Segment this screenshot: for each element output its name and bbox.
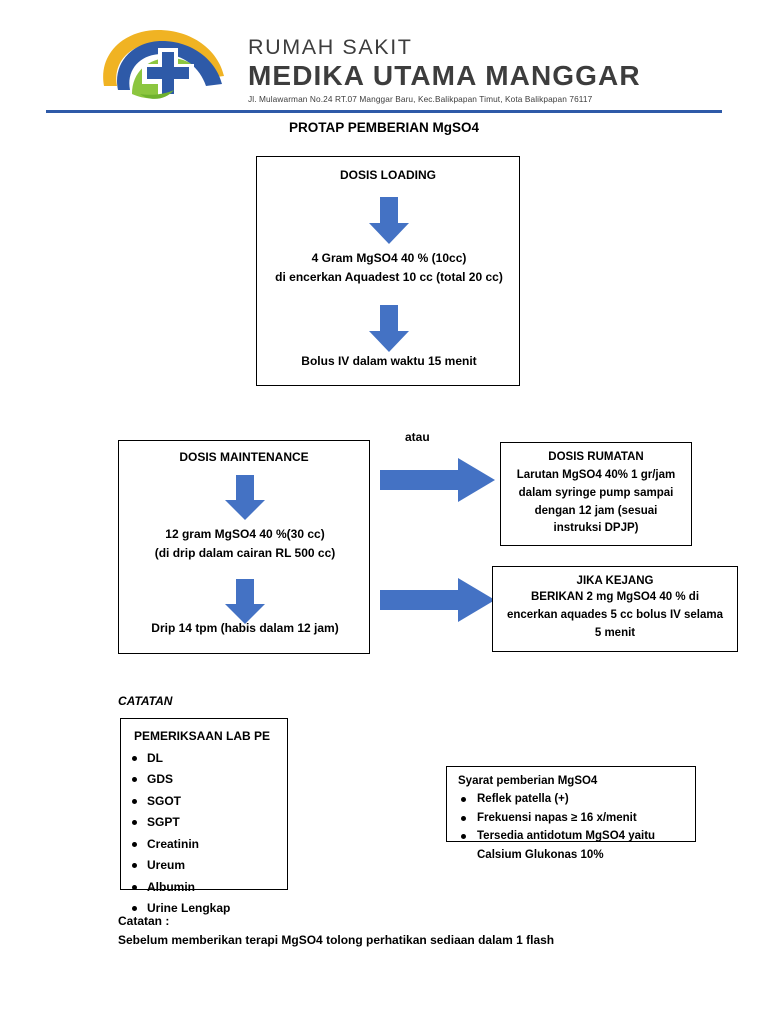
header-divider — [46, 110, 722, 113]
logo-graphic — [103, 30, 224, 100]
dosis-maintenance-step2: Drip 14 tpm (habis dalam 12 jam) — [151, 621, 339, 635]
arrow-down-icon-3 — [225, 475, 265, 520]
jika-kejang-body: BERIKAN 2 mg MgSO4 40 % di encerkan aqua… — [493, 589, 737, 642]
list-item: Albumin — [132, 877, 287, 898]
list-item: SGPT — [132, 812, 287, 833]
dosis-loading-heading: DOSIS LOADING — [339, 168, 436, 182]
pemeriksaan-lab-box: PEMERIKSAAN LAB PE DL GDS SGOT SGPT Crea… — [120, 718, 288, 915]
hospital-address: Jl. Mulawarman No.24 RT.07 Manggar Baru,… — [248, 94, 593, 104]
dosis-loading-step1: 4 Gram MgSO4 40 % (10cc) di encerkan Aqu… — [257, 249, 521, 286]
list-item: Creatinin — [132, 834, 287, 855]
dosis-loading-step2: Bolus IV dalam waktu 15 menit — [301, 354, 477, 368]
jika-kejang-box: JIKA KEJANG BERIKAN 2 mg MgSO4 40 % di e… — [492, 566, 738, 652]
dosis-rumatan-heading: DOSIS RUMATAN — [548, 451, 644, 463]
list-item: Ureum — [132, 855, 287, 876]
dosis-rumatan-box: DOSIS RUMATAN Larutan MgSO4 40% 1 gr/jam… — [500, 442, 692, 546]
list-item: Urine Lengkap — [132, 898, 287, 919]
list-item: Tersedia antidotum MgSO4 yaitu Calsium G… — [461, 827, 695, 864]
list-item: DL — [132, 748, 287, 769]
list-item: SGOT — [132, 791, 287, 812]
hospital-logo — [96, 24, 241, 104]
list-item: Frekuensi napas ≥ 16 x/menit — [461, 809, 695, 828]
list-item: Reflek patella (+) — [461, 790, 695, 809]
dosis-maintenance-step1: 12 gram MgSO4 40 %(30 cc) (di drip dalam… — [119, 525, 371, 562]
dosis-rumatan-body: Larutan MgSO4 40% 1 gr/jam dalam syringe… — [501, 467, 691, 538]
arrow-down-icon — [369, 197, 409, 244]
hospital-name-line2: MEDIKA UTAMA MANGGAR — [248, 60, 641, 91]
bottom-note: Catatan : Sebelum memberikan terapi MgSO… — [118, 912, 554, 950]
dosis-maintenance-heading: DOSIS MAINTENANCE — [179, 450, 309, 464]
jika-kejang-line1: BERIKAN 2 mg MgSO4 40 % di — [530, 591, 700, 603]
jika-kejang-line3: 5 menit — [594, 626, 636, 639]
syarat-pemberian-box: Syarat pemberian MgSO4 Reflek patella (+… — [446, 766, 696, 861]
arrow-down-icon-2 — [369, 305, 409, 352]
dosis-maintenance-step1-line1: 12 gram MgSO4 40 %(30 cc) — [165, 527, 325, 541]
dosis-loading-box: DOSIS LOADING 4 Gram MgSO4 40 % (10cc) d… — [256, 156, 520, 386]
bottom-note-line1: Catatan : — [118, 914, 170, 928]
dosis-maintenance-box: DOSIS MAINTENANCE 12 gram MgSO4 40 %(30 … — [118, 440, 370, 654]
hospital-name-line1: RUMAH SAKIT — [248, 35, 413, 59]
dosis-loading-step1-line2: di encerkan Aquadest 10 cc (total 20 cc) — [275, 269, 503, 284]
pemeriksaan-lab-heading: PEMERIKSAAN LAB PE — [134, 729, 271, 743]
pemeriksaan-lab-list: DL GDS SGOT SGPT Creatinin Ureum Albumin… — [121, 748, 287, 920]
list-item: GDS — [132, 769, 287, 790]
dosis-rumatan-line4: instruksi DPJP) — [553, 522, 639, 535]
jika-kejang-heading: JIKA KEJANG — [576, 575, 654, 587]
bottom-note-line2: Sebelum memberikan terapi MgSO4 tolong p… — [118, 933, 555, 948]
jika-kejang-line2: encerkan aquades 5 cc bolus IV selama — [506, 608, 724, 621]
catatan-label: CATATAN — [118, 694, 173, 708]
dosis-rumatan-line1: Larutan MgSO4 40% 1 gr/jam — [516, 469, 676, 481]
arrow-right-icon-2 — [380, 578, 495, 622]
page-title: PROTAP PEMBERIAN MgSO4 — [288, 120, 480, 135]
connector-label-atau: atau — [405, 430, 430, 444]
syarat-heading: Syarat pemberian MgSO4 — [458, 775, 598, 787]
dosis-rumatan-line3: dengan 12 jam (sesuai — [534, 504, 658, 517]
dosis-rumatan-line2: dalam syringe pump sampai — [518, 486, 674, 499]
arrow-down-icon-4 — [225, 579, 265, 624]
dosis-loading-step1-line1: 4 Gram MgSO4 40 % (10cc) — [311, 251, 467, 265]
page-header: RUMAH SAKIT MEDIKA UTAMA MANGGAR Jl. Mul… — [0, 0, 768, 118]
dosis-maintenance-step1-line2: (di drip dalam cairan RL 500 cc) — [154, 545, 336, 560]
syarat-list: Reflek patella (+) Frekuensi napas ≥ 16 … — [447, 790, 695, 865]
arrow-right-icon-1 — [380, 458, 495, 502]
